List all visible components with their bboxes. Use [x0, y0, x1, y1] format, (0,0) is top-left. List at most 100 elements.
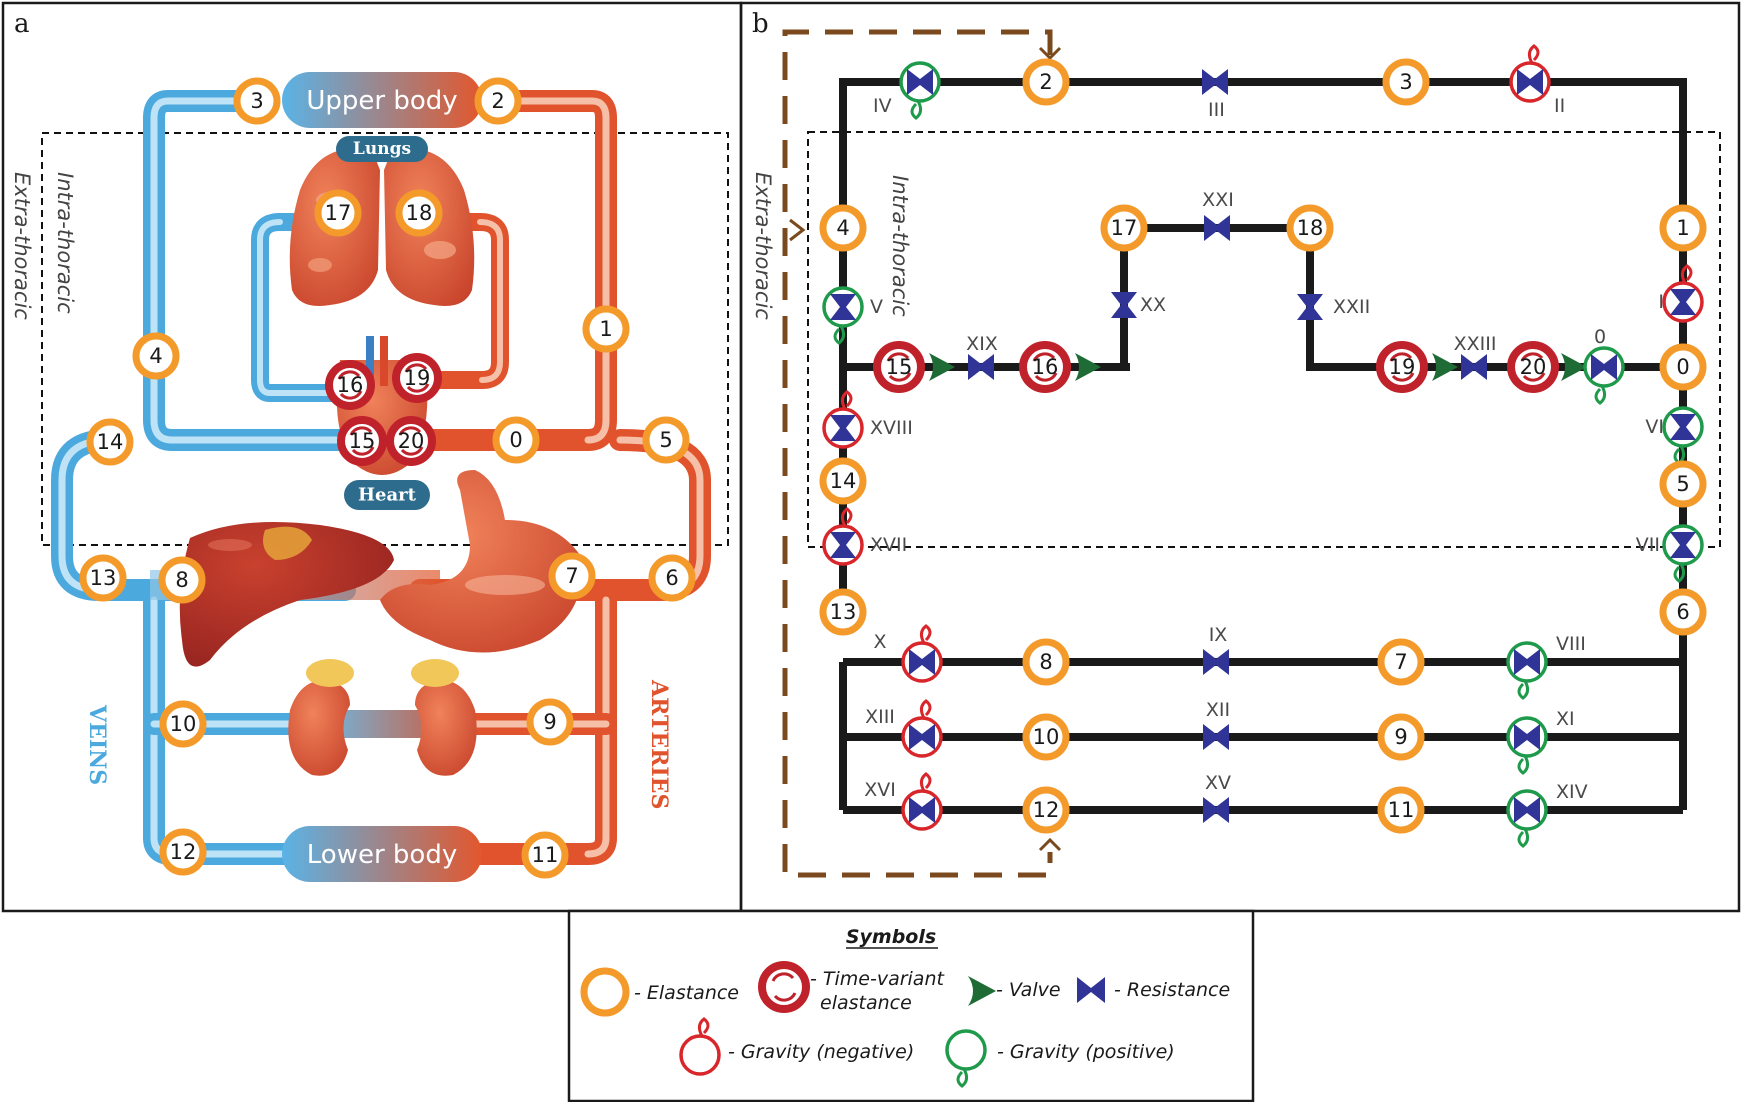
- resistance-label-r17: XVII: [870, 534, 907, 556]
- gravity-neg-r10-stem: [919, 624, 932, 644]
- b-elastance-node-3-ring: [1382, 58, 1430, 106]
- legend-resistance: - Resistance: [1114, 979, 1230, 1001]
- a-elastance-node-9: 9: [526, 698, 574, 746]
- a-time-variant-node-19-label: 19: [404, 366, 431, 390]
- gravity-pos-r14-stem: [1517, 828, 1530, 848]
- b-elastance-node-6-label: 6: [1676, 600, 1689, 624]
- a-elastance-node-17: 17: [314, 189, 362, 237]
- resistance-label-r12: XII: [1206, 699, 1230, 721]
- b-elastance-node-3-label: 3: [1399, 70, 1412, 94]
- a-elastance-node-12-label: 12: [170, 840, 197, 864]
- arteries-label: ARTERIES: [646, 679, 672, 809]
- extra-thoracic-bracket-mid: [789, 218, 806, 242]
- a-time-variant-node-15-arrow-bottom: [351, 446, 375, 456]
- b-time-variant-node-19-label: 19: [1389, 355, 1416, 379]
- b-elastance-node-12-ring: [1022, 786, 1070, 834]
- gravity-neg-r16: [901, 772, 943, 831]
- a-elastance-node-12: 12: [159, 828, 207, 876]
- gravity-pos-r11-stem: [1517, 755, 1530, 775]
- gravity-pos-r14-resistance: [1514, 797, 1540, 823]
- legend-symbols: [580, 961, 1105, 1088]
- gravity-neg-r10-resistance: [909, 649, 935, 675]
- resistance-label-r20: XX: [1140, 294, 1166, 316]
- upper-body-label: Upper body: [306, 86, 457, 116]
- b-time-variant-node-16-arrow-top: [1032, 352, 1056, 362]
- artery-vessels: [409, 90, 711, 865]
- resistance-xxii: [1297, 294, 1323, 320]
- b-elastance-node-0: 0: [1659, 343, 1707, 391]
- panel-a-label: a: [14, 9, 30, 39]
- b-elastance-node-6: 6: [1659, 588, 1707, 636]
- b-time-variant-node-16: 16: [1019, 341, 1071, 393]
- a-elastance-node-0-ring: [492, 416, 540, 464]
- legend-elastance: - Elastance: [634, 982, 739, 1004]
- a-elastance-node-8: 8: [158, 556, 206, 604]
- b-time-variant-node-19-arrow-bottom: [1391, 372, 1415, 382]
- a-elastance-node-6: 6: [648, 554, 696, 602]
- legend-time-variant-symbol-arrow-top: [771, 972, 795, 982]
- b-elastance-node-8-ring: [1022, 638, 1070, 686]
- resistance-label-r3: III: [1208, 99, 1225, 121]
- a-time-variant-node-15-label: 15: [349, 429, 376, 453]
- gravity-neg-r13-stem: [919, 699, 932, 719]
- b-elastance-node-14-ring: [819, 457, 867, 505]
- b-elastance-node-1-label: 1: [1676, 216, 1689, 240]
- a-elastance-node-7: 7: [548, 552, 596, 600]
- a-elastance-node-10-ring: [159, 700, 207, 748]
- gravity-neg-i-resistance: [1670, 289, 1696, 315]
- stomach-organ: [380, 470, 582, 653]
- b-time-variant-node-20-arrow-bottom: [1522, 372, 1546, 382]
- a-time-variant-node-19-ring: [392, 353, 442, 403]
- resistance-label-r0: 0: [1594, 326, 1606, 348]
- b-elastance-node-5: 5: [1659, 460, 1707, 508]
- b-time-variant-node-20: 20: [1507, 341, 1559, 393]
- gravity-pos-iv-stem: [910, 100, 923, 120]
- a-elastance-node-2-ring: [474, 77, 522, 125]
- valve-19: [1432, 353, 1458, 381]
- resistance-label-r13: XIII: [865, 706, 895, 728]
- resistance-label-r10: X: [873, 631, 886, 653]
- a-time-variant-node-20: 20: [386, 416, 436, 466]
- b-elastance-node-10: 10: [1022, 713, 1070, 761]
- resistance-label-r7: VII: [1636, 534, 1660, 556]
- gravity-neg-xviii-resistance: [830, 415, 856, 441]
- valve-16: [1075, 353, 1101, 381]
- resistance-label-r19: XIX: [966, 333, 998, 355]
- b-elastance-node-7: 7: [1377, 638, 1425, 686]
- a-elastance-node-3: 3: [233, 77, 281, 125]
- resistance-label-r2: II: [1554, 95, 1565, 117]
- a-time-variant-node-20-arrow-top: [398, 426, 422, 436]
- b-time-variant-node-19-ring: [1376, 341, 1428, 393]
- a-elastance-node-4-ring: [132, 332, 180, 380]
- b-elastance-node-11-ring: [1377, 786, 1425, 834]
- gravity-neg-i-stem: [1680, 264, 1693, 284]
- gravity-pos-vii: [1662, 524, 1704, 583]
- legend-tv-elastance-line1: - Time-variant: [810, 968, 945, 990]
- a-elastance-node-0-label: 0: [509, 428, 522, 452]
- gravity-pos-r8: [1506, 641, 1548, 700]
- resistance-label-r6: VI: [1645, 416, 1664, 438]
- b-elastance-node-11-label: 11: [1388, 798, 1415, 822]
- b-elastance-node-0-label: 0: [1676, 355, 1689, 379]
- b-elastance-node-7-ring: [1377, 638, 1425, 686]
- resistance-label-r21: XXI: [1202, 189, 1234, 211]
- extra-thoracic-label-b: Extra-thoracic: [751, 172, 775, 320]
- a-elastance-node-8-ring: [158, 556, 206, 604]
- legend-time-variant-symbol: [758, 961, 810, 1013]
- gravity-pos-r11-resistance: [1514, 724, 1540, 750]
- gravity-neg-xviii: [822, 390, 864, 449]
- b-elastance-node-9-label: 9: [1394, 725, 1407, 749]
- gravity-pos-r11: [1506, 716, 1548, 775]
- a-time-variant-node-19-arrow-bottom: [406, 383, 430, 393]
- gravity-neg-xvii-stem: [840, 507, 853, 527]
- gravity-pos-vi-resistance: [1670, 414, 1696, 440]
- b-time-variant-node-15: 15: [873, 341, 925, 393]
- a-elastance-node-13-label: 13: [90, 566, 117, 590]
- legend-valve: - Valve: [996, 979, 1061, 1001]
- b-elastance-node-4-ring: [819, 204, 867, 252]
- lungs-label: Lungs: [353, 139, 411, 159]
- a-elastance-node-6-ring: [648, 554, 696, 602]
- a-elastance-node-17-ring: [314, 189, 362, 237]
- b-elastance-node-10-ring: [1022, 713, 1070, 761]
